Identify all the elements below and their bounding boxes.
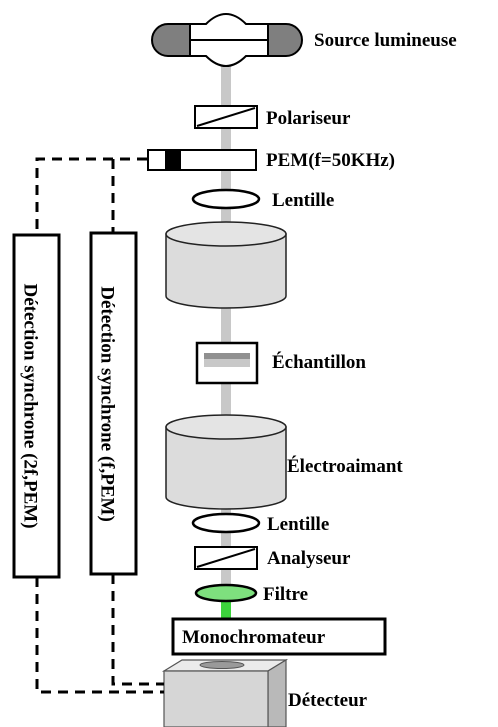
lockin-2f-label: Détection synchrone (2f,PEM) [20,283,41,528]
detector-box [161,658,289,727]
lockin-connection-lines [35,157,164,694]
analyzer-label: Analyseur [267,548,351,569]
analyzer [194,546,258,570]
filter [194,583,258,603]
lens-top [191,188,261,210]
light-source-lamp [151,13,303,67]
lockin-f-box [89,231,138,576]
lens-bottom-label: Lentille [267,514,329,535]
lockin-2f-box [12,233,61,579]
lower-magnet-pole [165,414,287,510]
polarizer [194,105,258,129]
polarizer-label: Polariseur [266,108,351,129]
monochromator-box [171,617,387,656]
electromagnet-label: Électroaimant [287,455,403,477]
pem-label: PEM(f=50KHz) [266,150,395,171]
sample-holder [195,341,259,385]
detector-label: Détecteur [288,690,368,711]
source-label: Source lumineuse [314,30,457,51]
monochromator-label: Monochromateur [182,627,326,648]
filter-label: Filtre [263,584,308,605]
lockin-f-label: Détection synchrone (f,PEM) [97,286,118,522]
pem-modulator [147,149,257,171]
filtered-beam [221,598,231,624]
upper-magnet-pole [165,221,287,309]
lens-bottom [191,512,261,534]
light-beam [221,58,231,593]
sample-label: Échantillon [272,351,366,373]
lens-top-label: Lentille [272,190,334,211]
